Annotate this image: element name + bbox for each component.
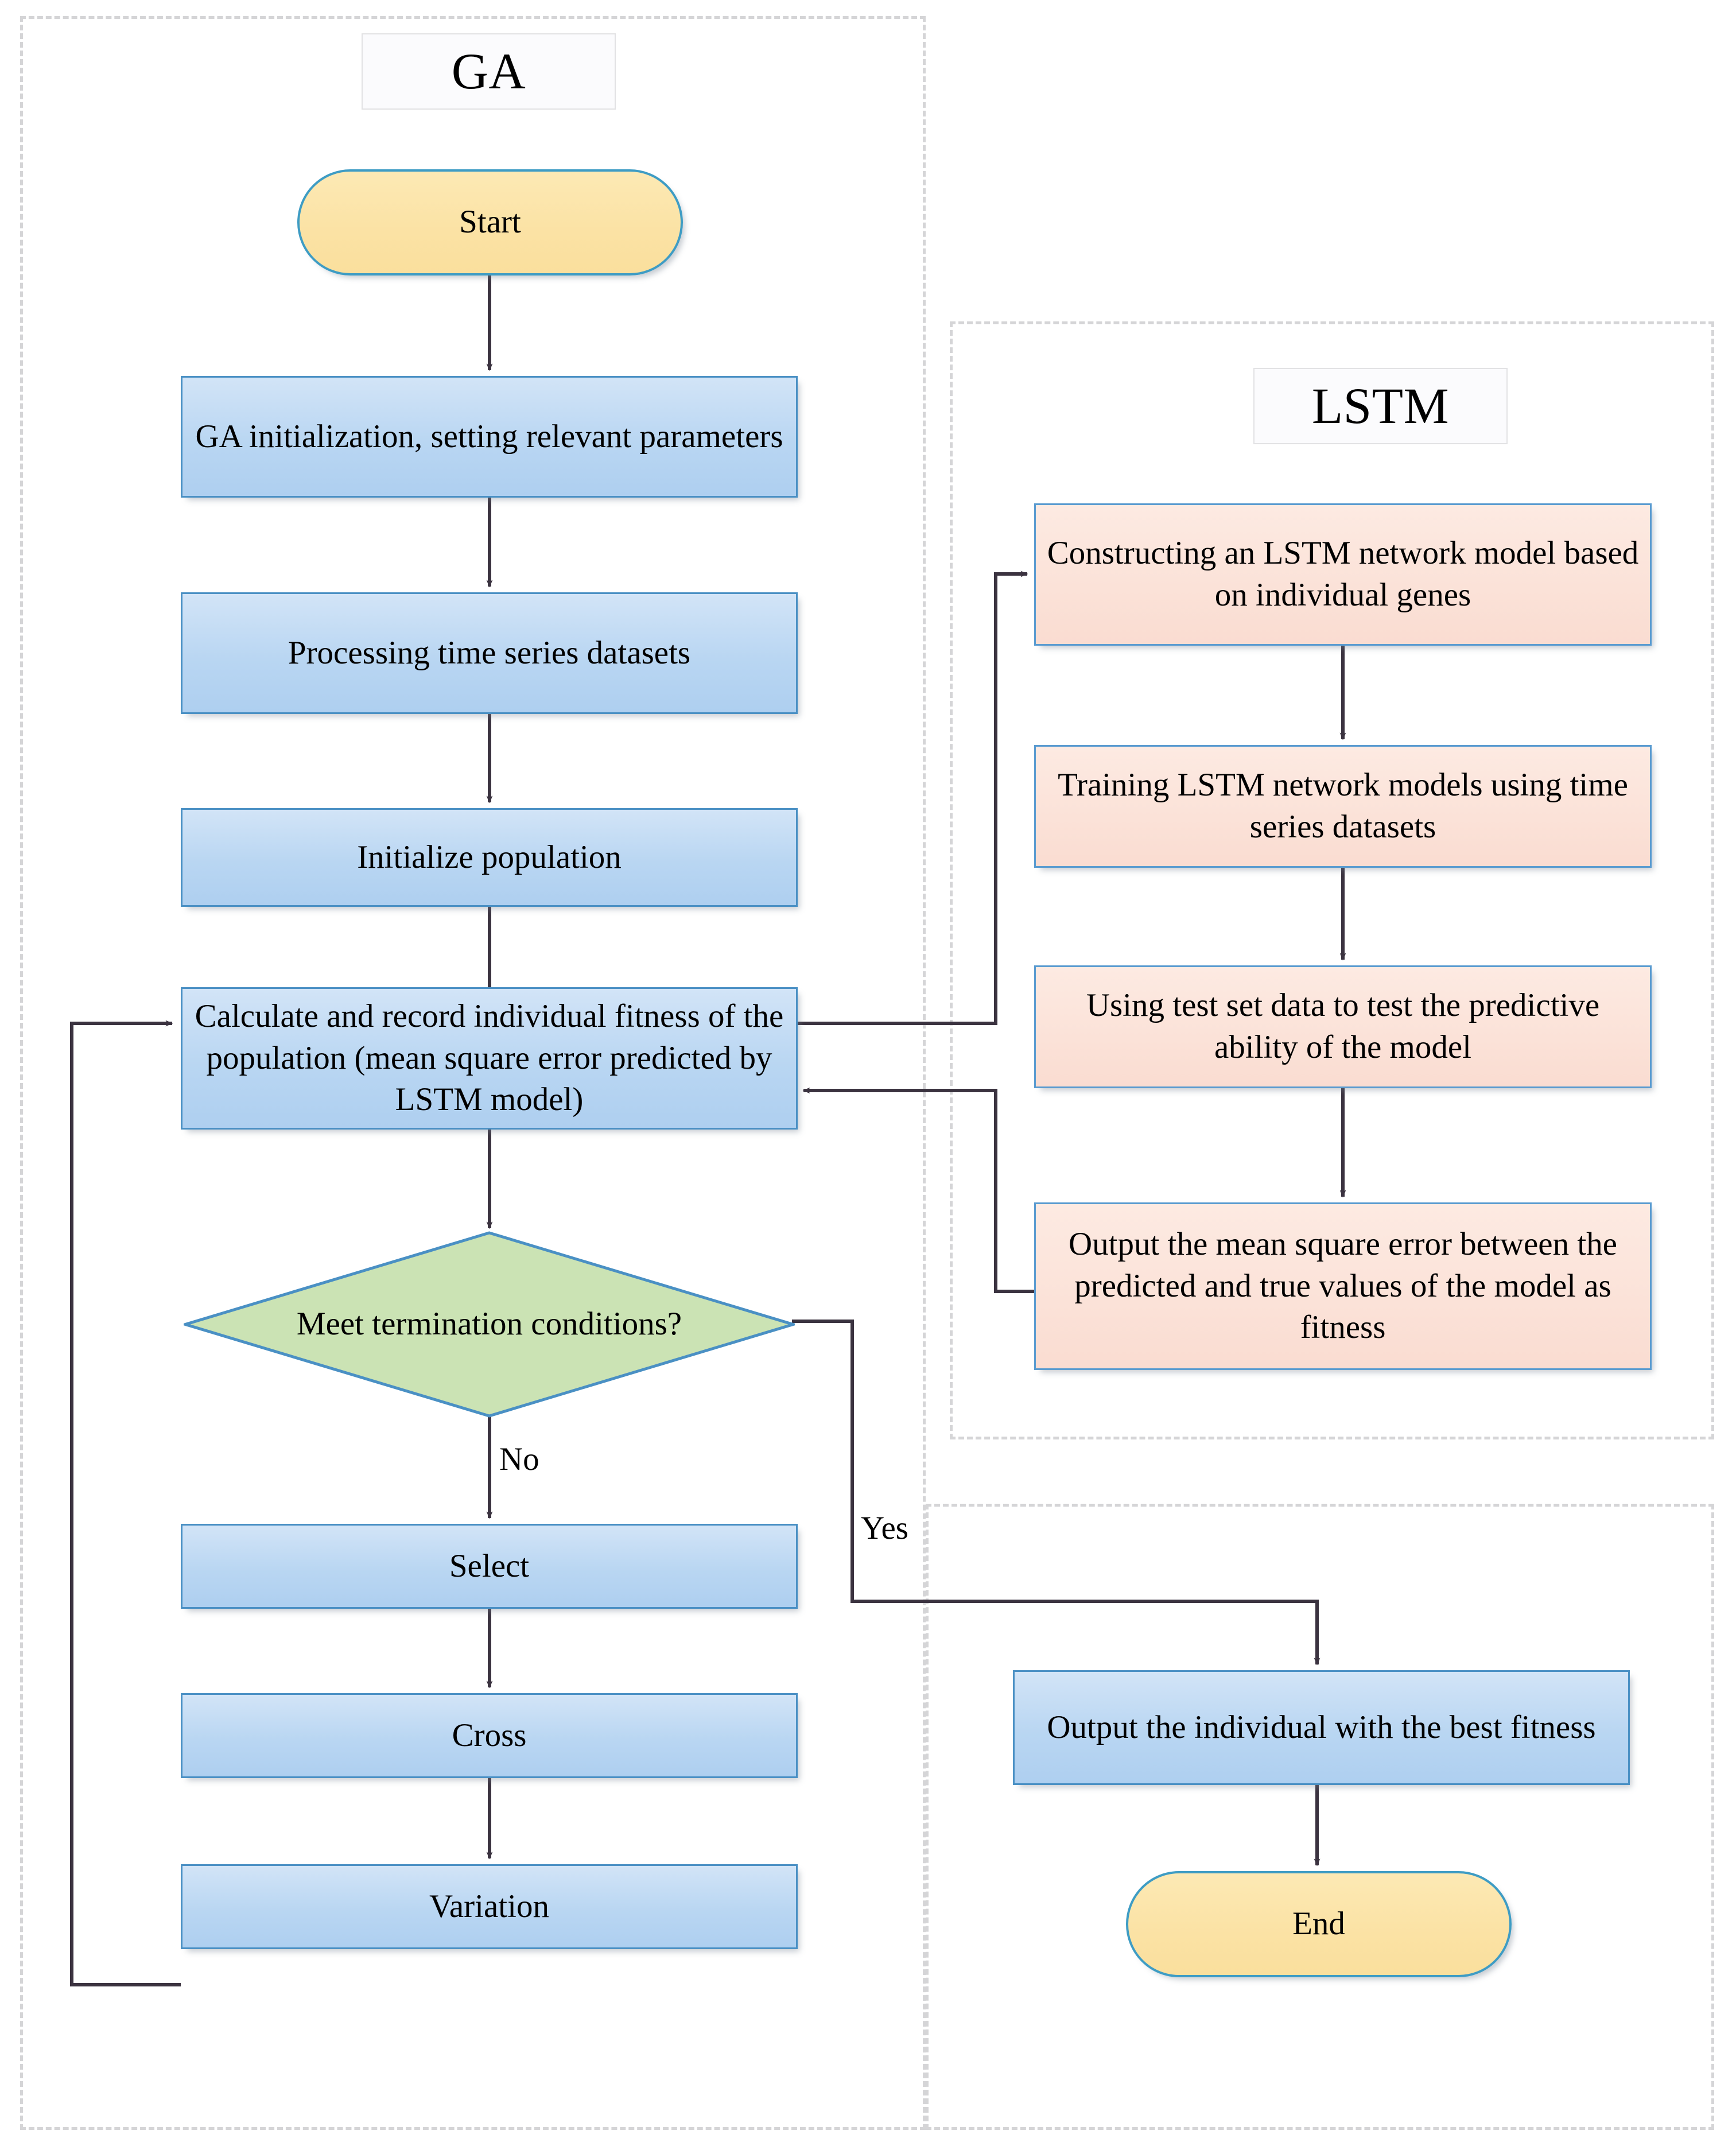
node-cross-label: Cross [452,1717,527,1753]
node-start[interactable]: Start [297,169,683,275]
group-title-lstm-label: LSTM [1311,378,1450,434]
node-calculate-fitness[interactable]: Calculate and record individual fitness … [181,987,798,1130]
group-title-ga-label: GA [451,43,526,100]
edge-label-no: No [499,1441,539,1478]
node-lstm-test[interactable]: Using test set data to test the predicti… [1034,965,1652,1088]
node-initialize-population[interactable]: Initialize population [181,808,798,907]
node-variation-label: Variation [429,1888,549,1924]
node-lstm-train-label: Training LSTM network models using time … [1058,767,1628,845]
node-select[interactable]: Select [181,1524,798,1609]
node-lstm-output-mse-label: Output the mean square error between the… [1069,1225,1617,1346]
group-title-ga: GA [362,33,616,110]
node-ga-initialization-label: GA initialization, setting relevant para… [195,418,783,455]
node-select-label: Select [449,1547,530,1584]
node-start-label: Start [459,204,521,240]
node-cross[interactable]: Cross [181,1693,798,1778]
edge-label-yes: Yes [861,1509,908,1547]
node-decision-termination[interactable]: Meet termination conditions? [184,1231,795,1418]
node-output-best-individual[interactable]: Output the individual with the best fitn… [1013,1670,1630,1785]
node-lstm-test-label: Using test set data to test the predicti… [1086,987,1600,1065]
edge-label-no-text: No [499,1441,539,1477]
node-lstm-output-mse[interactable]: Output the mean square error between the… [1034,1202,1652,1370]
node-lstm-construct-label: Constructing an LSTM network model based… [1047,535,1639,613]
node-end-label: End [1292,1906,1345,1942]
node-calculate-fitness-label: Calculate and record individual fitness … [195,998,784,1118]
node-lstm-train[interactable]: Training LSTM network models using time … [1034,745,1652,868]
edge-label-yes-text: Yes [861,1510,908,1546]
node-output-best-individual-label: Output the individual with the best fitn… [1047,1709,1596,1745]
group-frame-outer-right [926,1504,1714,2130]
group-frame-ga [20,16,926,2130]
node-variation[interactable]: Variation [181,1864,798,1949]
node-initialize-population-label: Initialize population [357,839,622,875]
node-end[interactable]: End [1126,1871,1512,1977]
group-title-lstm: LSTM [1253,368,1508,444]
node-ga-initialization[interactable]: GA initialization, setting relevant para… [181,376,798,498]
node-processing-time-series[interactable]: Processing time series datasets [181,592,798,714]
node-decision-termination-label: Meet termination conditions? [296,1306,682,1342]
node-lstm-construct[interactable]: Constructing an LSTM network model based… [1034,503,1652,646]
node-processing-time-series-label: Processing time series datasets [288,634,691,671]
